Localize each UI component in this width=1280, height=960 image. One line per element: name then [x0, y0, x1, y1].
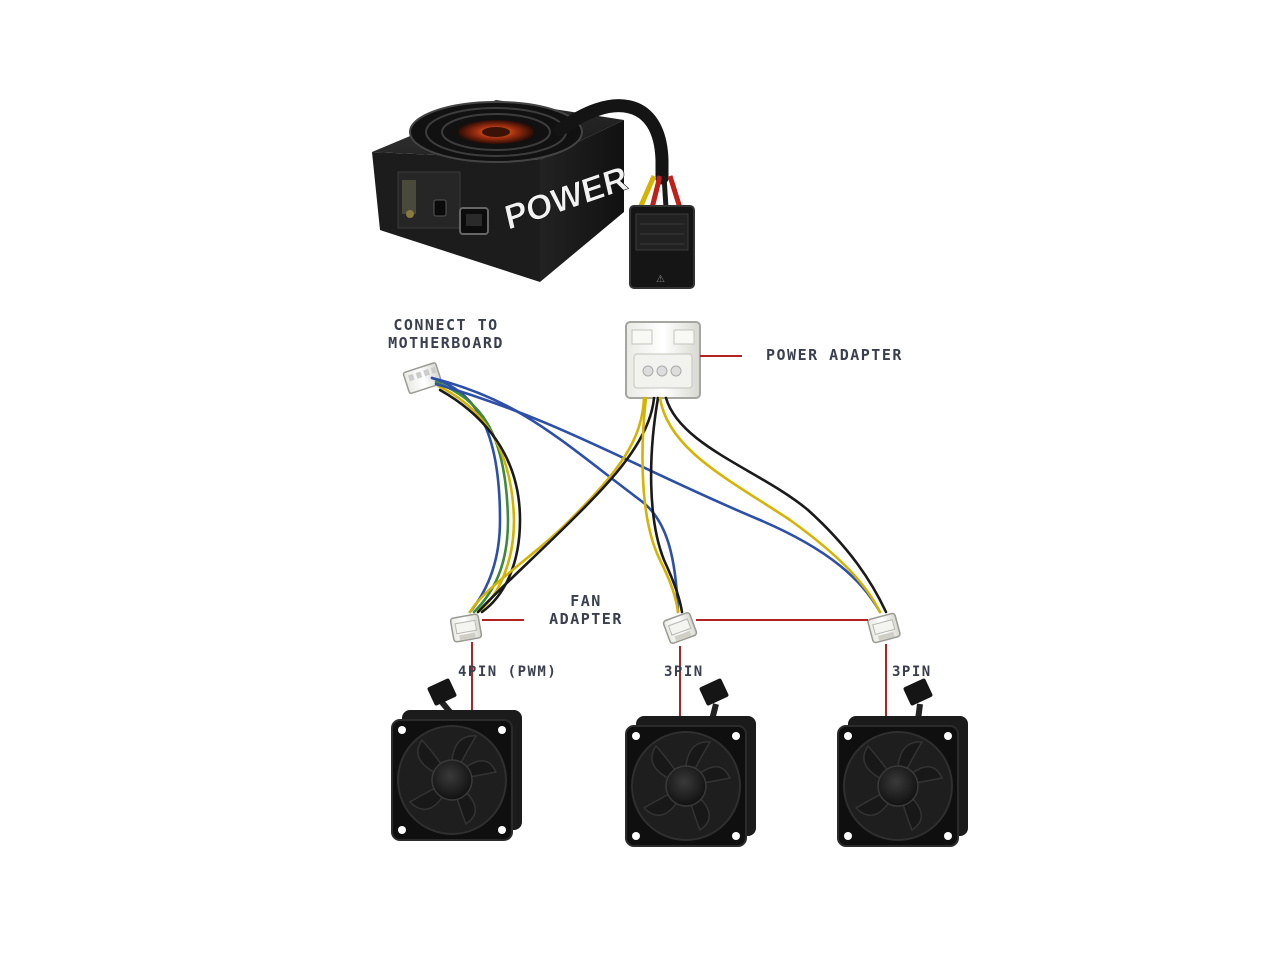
fan-right — [837, 678, 969, 847]
label-fan-adapter-line1: FAN — [570, 592, 602, 610]
label-fan-middle: 3PIN — [664, 664, 704, 680]
fan-middle — [625, 678, 757, 847]
psu-molex-connector: ⚠ — [629, 205, 695, 289]
psu-molex-wires — [637, 174, 683, 210]
label-fan-left: 4PIN (PWM) — [458, 664, 557, 680]
label-fan-right: 3PIN — [892, 664, 932, 680]
adapter-wiring — [430, 376, 888, 614]
svg-text:⚠: ⚠ — [656, 274, 665, 285]
psu-rear-panel — [397, 171, 489, 235]
label-fan-adapter-line2: ADAPTER — [549, 610, 623, 628]
fan-left — [391, 678, 523, 841]
psu-fan-grille — [409, 101, 583, 163]
leader-lines — [471, 355, 887, 718]
motherboard-4pin-connector — [402, 362, 443, 395]
fan-adapter-connector-middle — [661, 611, 699, 645]
fan-adapter-connector-right — [866, 612, 902, 644]
label-motherboard-line2: MOTHERBOARD — [388, 334, 504, 352]
label-power-adapter: POWER ADAPTER — [766, 346, 903, 364]
power-supply-unit: POWER — [372, 100, 632, 282]
fan-adapter-connector-left — [449, 613, 483, 643]
psu-output-cable — [553, 99, 669, 185]
label-motherboard-line1: CONNECT TO — [393, 316, 498, 334]
power-adapter-connector — [625, 321, 701, 399]
